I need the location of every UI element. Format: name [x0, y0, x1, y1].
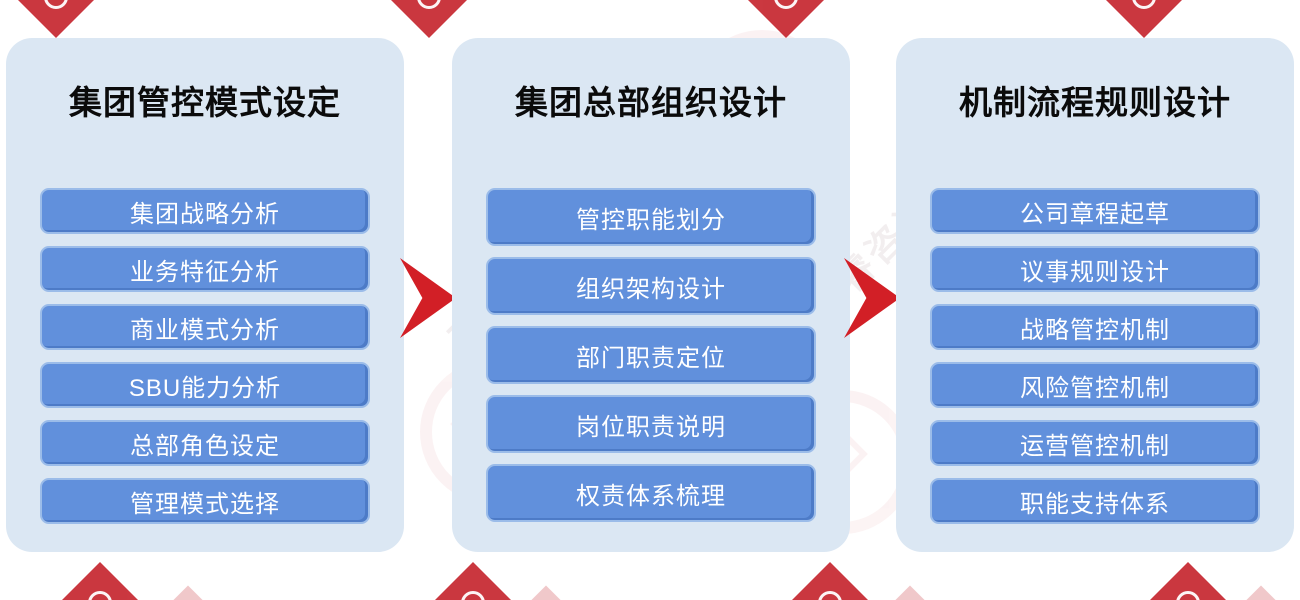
panel-title: 集团总部组织设计: [515, 84, 787, 121]
watermark-diamond-icon: [58, 561, 142, 600]
watermark-diamond-icon: [1146, 561, 1230, 600]
item-list: 公司章程起草 议事规则设计 战略管控机制 风险管控机制 运营管控机制 职能支持体…: [930, 188, 1260, 524]
list-item: 总部角色设定: [40, 420, 370, 466]
list-item: 风险管控机制: [930, 362, 1260, 408]
list-item: 集团战略分析: [40, 188, 370, 234]
list-item: 商业模式分析: [40, 304, 370, 350]
list-item: 权责体系梳理: [486, 464, 816, 522]
list-item: SBU能力分析: [40, 362, 370, 408]
watermark-diamond-icon: [894, 585, 926, 600]
list-item: 议事规则设计: [930, 246, 1260, 292]
watermark-diamond-icon: [1245, 585, 1277, 600]
item-list: 集团战略分析 业务特征分析 商业模式分析 SBU能力分析 总部角色设定 管理模式…: [40, 188, 370, 524]
panel-title: 机制流程规则设计: [959, 84, 1231, 121]
watermark-diamond-icon: [431, 561, 515, 600]
list-item: 管控职能划分: [486, 188, 816, 246]
item-list: 管控职能划分 组织架构设计 部门职责定位 岗位职责说明 权责体系梳理: [486, 188, 816, 522]
watermark-diamond-icon: [530, 585, 562, 600]
watermark-diamond-icon: [1102, 0, 1186, 39]
list-item: 业务特征分析: [40, 246, 370, 292]
list-item: 运营管控机制: [930, 420, 1260, 466]
arrow-right-icon: [844, 258, 900, 338]
watermark-diamond-icon: [788, 561, 872, 600]
arrow-right-icon: [400, 258, 456, 338]
list-item: 组织架构设计: [486, 257, 816, 315]
watermark-diamond-icon: [744, 0, 828, 39]
panel-title: 集团管控模式设定: [69, 84, 341, 121]
list-item: 公司章程起草: [930, 188, 1260, 234]
list-item: 管理模式选择: [40, 478, 370, 524]
watermark-diamond-icon: [387, 0, 471, 39]
panel-mechanism-process-rules: 机制流程规则设计 公司章程起草 议事规则设计 战略管控机制 风险管控机制 运营管…: [896, 38, 1294, 552]
list-item: 职能支持体系: [930, 478, 1260, 524]
list-item: 部门职责定位: [486, 326, 816, 384]
list-item: 岗位职责说明: [486, 395, 816, 453]
watermark-diamond-icon: [172, 585, 204, 600]
watermark-diamond-icon: [14, 0, 98, 39]
panel-group-control-mode: 集团管控模式设定 集团战略分析 业务特征分析 商业模式分析 SBU能力分析 总部…: [6, 38, 404, 552]
list-item: 战略管控机制: [930, 304, 1260, 350]
panel-hq-org-design: 集团总部组织设计 管控职能划分 组织架构设计 部门职责定位 岗位职责说明 权责体…: [452, 38, 850, 552]
